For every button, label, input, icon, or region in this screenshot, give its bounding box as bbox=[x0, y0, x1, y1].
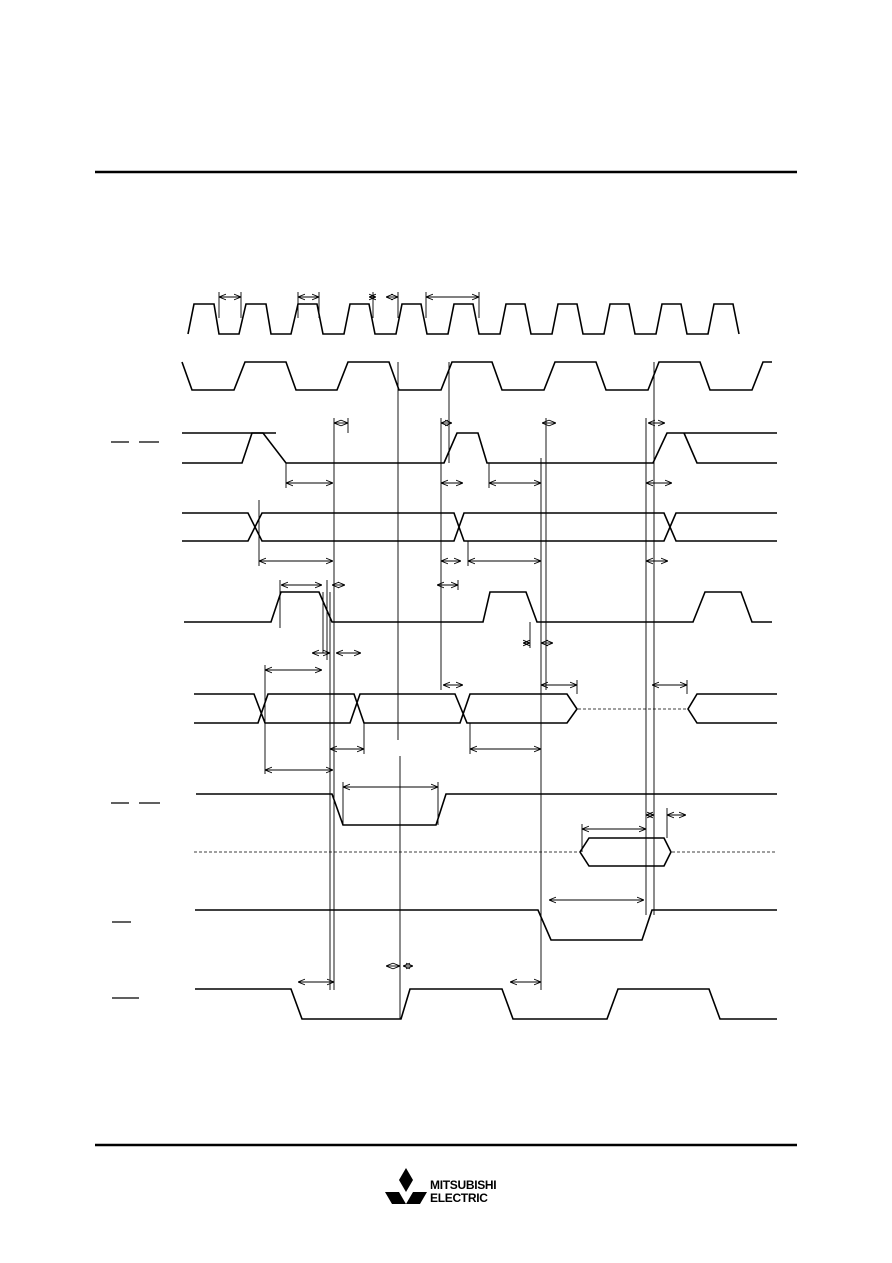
latch-timing-arrows bbox=[279, 580, 553, 660]
waveform-clock-fast bbox=[187, 303, 740, 335]
strobe-timing-arrows bbox=[285, 418, 672, 488]
waveform-strobe-upper bbox=[182, 432, 777, 464]
reference-lines bbox=[329, 362, 655, 1019]
brand-line1: MITSUBISHI bbox=[430, 1178, 496, 1192]
address-timing-arrows bbox=[258, 500, 668, 566]
clock-timing-arrows bbox=[218, 292, 480, 318]
mitsubishi-logo-icon bbox=[385, 1168, 427, 1204]
waveform-data-bus-tail bbox=[687, 693, 777, 724]
waveform-bus-clock bbox=[181, 361, 772, 391]
waveform-address-bus bbox=[182, 512, 777, 542]
waveform-secondary-bus bbox=[579, 837, 672, 867]
write-timing-arrows bbox=[342, 782, 439, 825]
brand-line2: ELECTRIC bbox=[430, 1191, 488, 1205]
waveform-ready bbox=[195, 988, 777, 1020]
waveform-read bbox=[195, 909, 777, 941]
waveform-strobe-lower-b bbox=[683, 432, 777, 464]
secondary-timing-arrows bbox=[581, 808, 686, 852]
waveform-data-bus bbox=[194, 693, 578, 724]
ready-timing-arrows bbox=[298, 966, 541, 982]
waveform-latch bbox=[184, 591, 772, 623]
data-timing-arrows bbox=[264, 665, 688, 774]
waveform-strobe-lower bbox=[182, 432, 276, 464]
waveform-write bbox=[196, 793, 777, 826]
